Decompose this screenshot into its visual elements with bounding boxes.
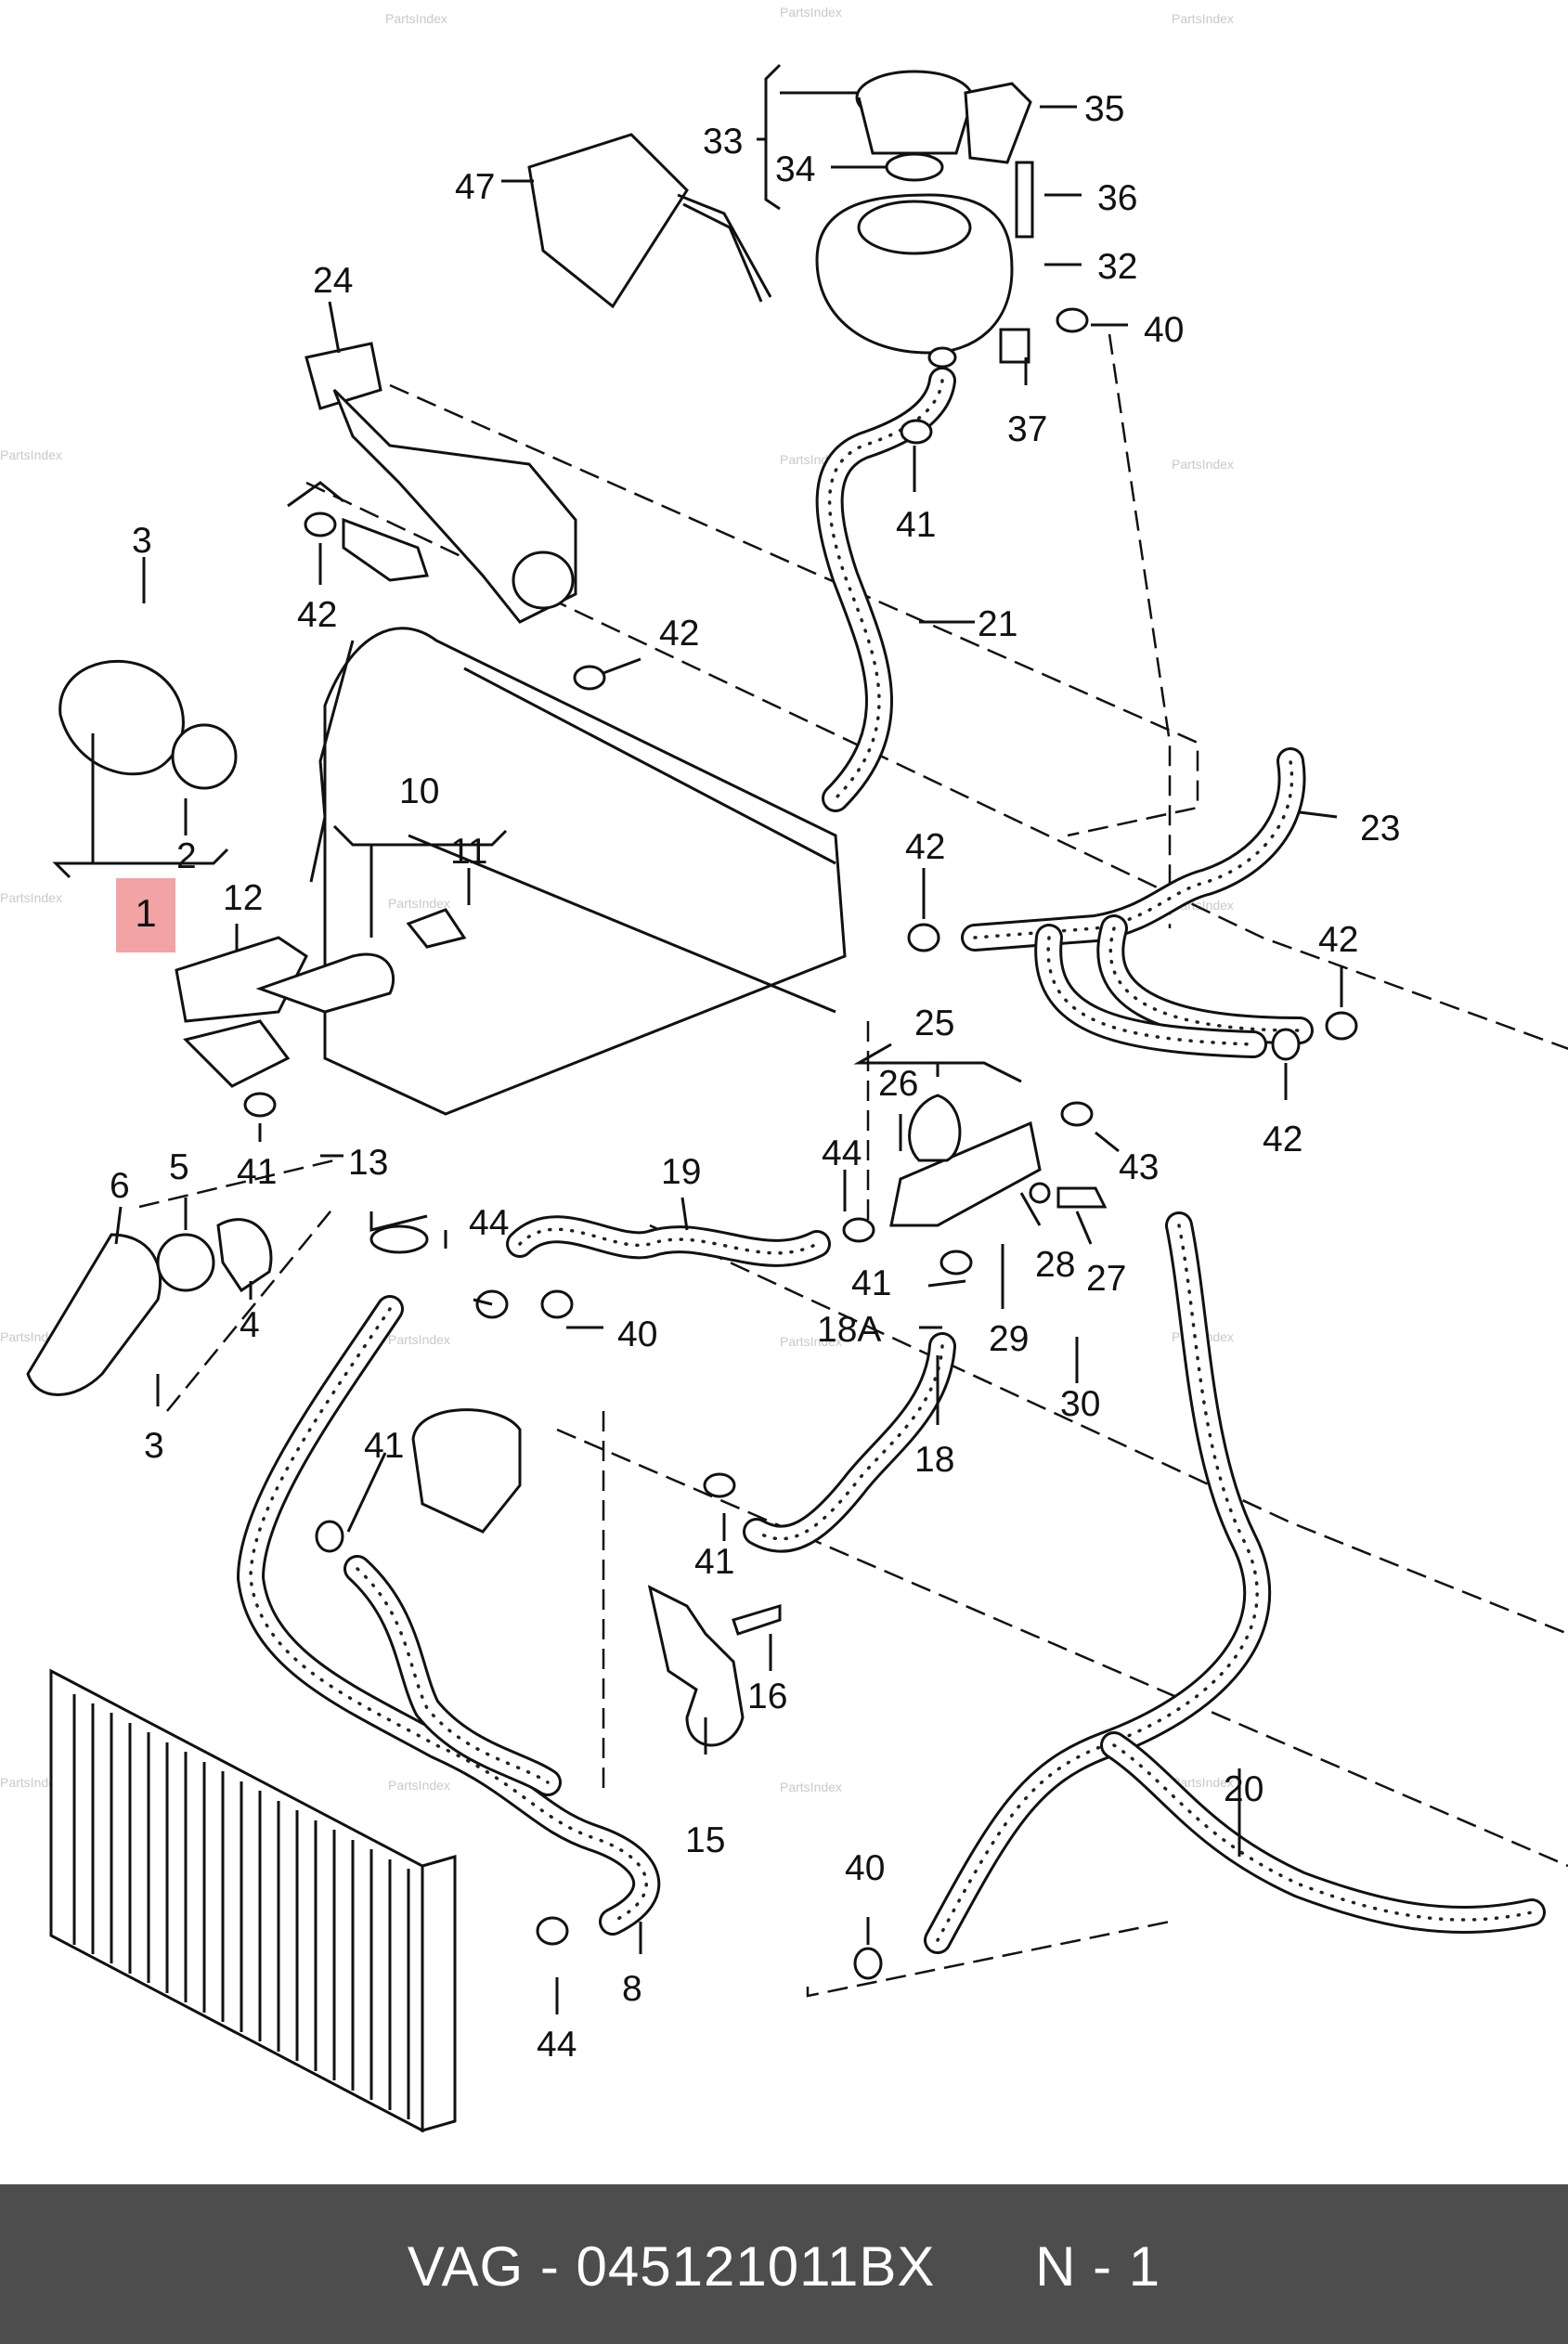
callout-16: 16 [747, 1677, 787, 1716]
svg-text:PartsIndex: PartsIndex [1172, 11, 1234, 26]
callout-3-bottom: 3 [144, 1426, 164, 1466]
footer-part-number: 045121011BX [576, 2235, 936, 2298]
coolant-system-exploded-diagram: PartsIndex PartsIndex PartsIndex PartsIn… [0, 5, 1568, 2133]
radiator [49, 1668, 457, 2133]
callout-3-top: 3 [132, 521, 152, 561]
footer-position: N - 1 [1035, 2235, 1161, 2298]
callout-44-c: 44 [537, 2025, 577, 2065]
callout-43: 43 [1119, 1147, 1159, 1187]
callout-42-c: 42 [905, 827, 945, 867]
footer-bar: VAG - 045121011BX N - 1 [0, 2184, 1568, 2344]
svg-text:PartsIndex: PartsIndex [1172, 457, 1234, 472]
svg-text:PartsIndex: PartsIndex [780, 1780, 842, 1794]
callout-37: 37 [1007, 409, 1047, 449]
callout-15: 15 [685, 1820, 725, 1860]
callout-32: 32 [1097, 247, 1137, 287]
clamps [243, 307, 1358, 1980]
callout-26: 26 [878, 1064, 918, 1104]
footer-text: VAG - 045121011BX N - 1 [407, 2235, 1161, 2298]
leader-lines [52, 63, 1343, 2014]
callout-42-a: 42 [297, 595, 337, 635]
callout-34: 34 [775, 149, 815, 189]
callout-41-c: 41 [237, 1152, 277, 1192]
callout-5: 5 [169, 1147, 189, 1187]
callout-44-b: 44 [469, 1203, 509, 1243]
svg-text:PartsIndex: PartsIndex [1172, 1775, 1234, 1790]
callout-24: 24 [313, 261, 353, 301]
coolant-hoses [237, 367, 1546, 1954]
callout-35: 35 [1084, 89, 1124, 129]
callout-40-c: 40 [845, 1848, 885, 1888]
svg-text:PartsIndex: PartsIndex [0, 447, 62, 462]
callout-36: 36 [1097, 178, 1137, 218]
callout-11: 11 [450, 832, 488, 872]
svg-text:PartsIndex: PartsIndex [388, 1332, 450, 1347]
callout-4: 4 [240, 1305, 260, 1345]
callout-21: 21 [978, 604, 1017, 644]
callout-33: 33 [703, 122, 743, 162]
egr-cooler [305, 342, 577, 624]
callout-41-e: 41 [694, 1542, 734, 1582]
callout-10: 10 [399, 771, 439, 811]
svg-text:PartsIndex: PartsIndex [780, 5, 842, 19]
callout-6: 6 [110, 1166, 130, 1206]
highlighted-part-number: 1 [135, 891, 157, 935]
svg-text:PartsIndex: PartsIndex [388, 896, 450, 911]
svg-text:PartsIndex: PartsIndex [388, 1778, 450, 1793]
callout-41-d: 41 [364, 1426, 404, 1466]
callout-18A: 18A [817, 1310, 881, 1350]
callout-8: 8 [622, 1969, 642, 2009]
engine-outline [138, 333, 1568, 1998]
highlighted-part-callout: 1 [116, 878, 175, 952]
callout-44-a: 44 [822, 1133, 862, 1173]
expansion-tank [527, 70, 1034, 369]
callout-13: 13 [348, 1143, 388, 1183]
svg-text:PartsIndex: PartsIndex [385, 11, 447, 26]
callout-30: 30 [1060, 1384, 1100, 1424]
callout-12: 12 [223, 878, 263, 918]
callout-19: 19 [661, 1152, 701, 1192]
callout-28: 28 [1035, 1245, 1075, 1285]
callout-27: 27 [1086, 1259, 1126, 1299]
callout-25: 25 [914, 1004, 954, 1043]
callout-47: 47 [455, 167, 495, 207]
callout-42-e: 42 [1263, 1120, 1302, 1159]
callout-23: 23 [1360, 809, 1400, 848]
callout-18: 18 [914, 1440, 954, 1480]
callout-41-b: 41 [851, 1263, 891, 1303]
callout-42-d: 42 [1318, 920, 1358, 960]
svg-text:PartsIndex: PartsIndex [0, 1775, 62, 1790]
misc-parts [26, 659, 1108, 1747]
callout-41-a: 41 [896, 505, 936, 545]
callout-40-b: 40 [617, 1314, 657, 1354]
svg-text:PartsIndex: PartsIndex [0, 890, 62, 905]
callout-numbers: 3 2 10 11 12 24 42 42 47 33 34 35 36 32 … [110, 89, 1400, 2065]
callout-42-b: 42 [659, 614, 699, 654]
callout-29: 29 [989, 1319, 1029, 1359]
callout-20: 20 [1224, 1769, 1263, 1809]
svg-text:PartsIndex: PartsIndex [780, 1334, 842, 1349]
callout-2: 2 [176, 836, 197, 876]
footer-brand: VAG [407, 2235, 525, 2298]
callout-40-a: 40 [1144, 310, 1184, 350]
